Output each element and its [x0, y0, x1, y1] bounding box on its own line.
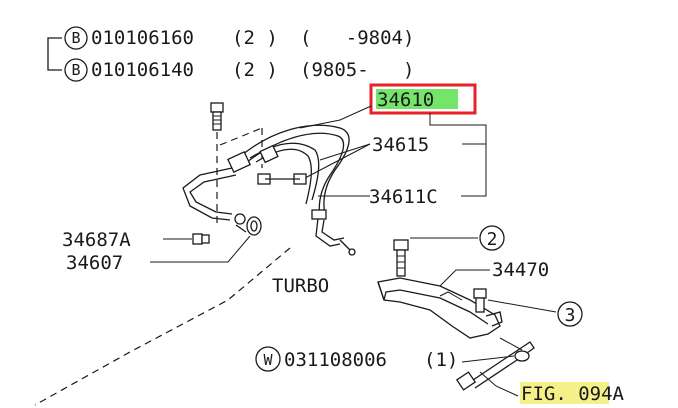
union-bolt-small — [163, 233, 210, 245]
ref-circle-3-text: 3 — [565, 305, 576, 326]
bolt-callout-2-letter: B — [71, 61, 80, 79]
figure-ref-highlight — [520, 382, 609, 404]
bolt-callout-2[interactable]: B 010106140 (2 ) (9805- ) — [64, 58, 414, 82]
part-label-bracket[interactable]: 34470 — [492, 259, 549, 281]
ref-circle-2[interactable]: 2 — [479, 225, 505, 251]
ref-circle-2-text: 2 — [487, 229, 498, 250]
bolt-callout-1-qty: (2 ) — [232, 27, 278, 49]
washer-callout[interactable]: W 031108006 (1) — [255, 346, 458, 372]
part-label-gasket[interactable]: 34607 — [66, 252, 123, 274]
part-label-hose[interactable]: 34615 — [372, 134, 429, 156]
part-label-hose-assembly[interactable]: 34610 — [369, 83, 477, 115]
bolt-callout-2-part: 010106140 — [91, 59, 194, 81]
highlight-fill — [376, 89, 458, 109]
dashed-guide-line — [34, 247, 291, 406]
bracket-drawing — [377, 277, 503, 339]
part-label-clip[interactable]: 34611C — [369, 186, 438, 208]
bracket-bolt-lower — [473, 288, 487, 313]
bolt-callout-bracket — [47, 37, 62, 71]
bolt-callout-1-letter: B — [71, 29, 80, 47]
bolt-callout-1-range: ( -9804) — [300, 27, 414, 49]
washer-callout-letter: W — [263, 351, 273, 369]
leader-washer — [461, 355, 515, 363]
bracket-bolt-upper — [393, 239, 409, 277]
leader-bracket — [439, 269, 490, 287]
bolt-callout-2-range: (9805- ) — [300, 59, 414, 81]
ref-circle-3[interactable]: 3 — [557, 301, 583, 327]
hose-assembly-number: 34610 — [377, 89, 434, 111]
highlight-box — [369, 83, 477, 115]
washer-callout-qty: (1) — [424, 349, 458, 371]
figure-ref-link[interactable]: FIG. 094A — [521, 383, 625, 405]
bolt-callout-2-qty: (2 ) — [232, 59, 278, 81]
leader-figure-ref — [479, 371, 519, 397]
variant-label: TURBO — [272, 275, 329, 297]
bolt-callout-1-part: 010106160 — [91, 27, 194, 49]
leader-ref-3 — [487, 299, 557, 313]
leader-gasket — [150, 235, 251, 263]
part-label-union-bolt[interactable]: 34687A — [62, 229, 131, 251]
hose-assembly-drawing — [182, 102, 356, 256]
washer-callout-part: 031108006 — [284, 349, 387, 371]
bolt-callout-1[interactable]: B 010106160 (2 ) ( -9804) — [64, 26, 414, 50]
mounting-bolt-top — [210, 102, 224, 131]
